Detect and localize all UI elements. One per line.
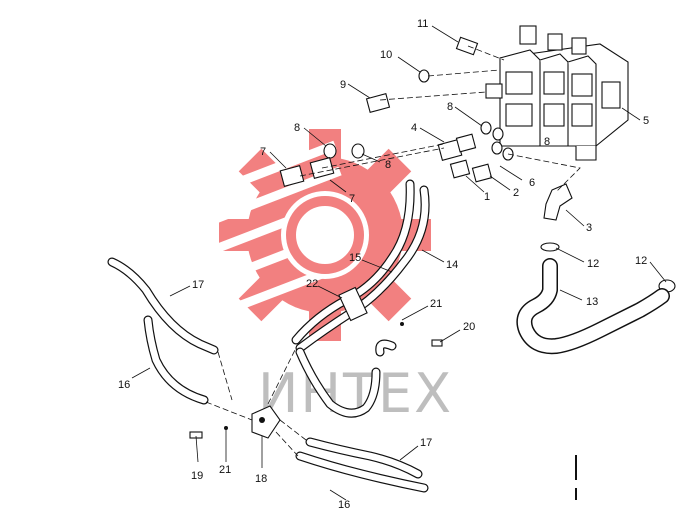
callout-label: 13 <box>586 296 598 308</box>
control-valve-block <box>485 25 629 161</box>
fitting-1 <box>449 159 471 179</box>
callout-label: 17 <box>192 279 204 291</box>
hose-14 <box>295 185 430 353</box>
hose-16-bottom <box>295 451 429 493</box>
watermark-gear-icon <box>198 129 431 341</box>
callout-label: 11 <box>417 18 428 30</box>
hose-clamp-22 <box>338 286 368 322</box>
assembly-lines <box>205 45 581 457</box>
callout-labels: 11 10 9 8 8 4 8 8 7 7 5 6 2 1 3 12 12 13… <box>118 18 649 511</box>
callout-label: 8 <box>294 122 300 134</box>
callout-label: 8 <box>447 101 453 113</box>
callout-label: 2 <box>513 187 519 199</box>
callout-label: 6 <box>529 177 535 189</box>
callout-label: 16 <box>118 379 130 391</box>
callout-label: 21 <box>219 464 231 476</box>
callout-label: 14 <box>446 259 458 271</box>
callout-label: 9 <box>340 79 346 91</box>
callout-label: 7 <box>260 146 266 158</box>
hose-17-left <box>107 257 219 355</box>
callout-label: 21 <box>430 298 442 310</box>
hose-15 <box>291 179 415 345</box>
callout-label: 8 <box>385 159 391 171</box>
callout-label: 5 <box>643 115 649 127</box>
elbow-fitting-3 <box>543 183 573 221</box>
fittings-4 <box>437 133 477 161</box>
leader-lines <box>131 25 667 501</box>
seal-rings-8 <box>323 121 514 161</box>
hose-16-left <box>143 315 209 405</box>
callout-label: 8 <box>544 136 550 148</box>
callout-label: 16 <box>338 499 350 511</box>
hose-lower-loop <box>295 339 397 418</box>
callout-label: 12 <box>635 255 647 267</box>
callout-label: 1 <box>484 191 490 203</box>
callout-label: 22 <box>306 278 318 290</box>
callout-label: 15 <box>349 252 361 264</box>
callout-label: 7 <box>349 193 355 205</box>
fitting-9 <box>365 92 391 114</box>
callout-label: 17 <box>420 437 432 449</box>
washers-21 <box>224 322 404 430</box>
connector-block-18 <box>251 405 281 439</box>
callout-label: 10 <box>380 49 392 61</box>
callout-label: 4 <box>411 122 417 134</box>
fitting-11 <box>455 36 479 56</box>
seal-ring-10 <box>418 69 430 83</box>
bolt-20 <box>431 339 443 347</box>
callout-label: 19 <box>191 470 203 482</box>
hose-17-bottom <box>305 437 423 479</box>
suction-hose-13 <box>516 258 670 355</box>
fitting-2 <box>471 163 493 183</box>
callout-label: 3 <box>586 222 592 234</box>
callout-label: 20 <box>463 321 475 333</box>
callout-label: 18 <box>255 473 267 485</box>
callout-label: 12 <box>587 258 599 270</box>
